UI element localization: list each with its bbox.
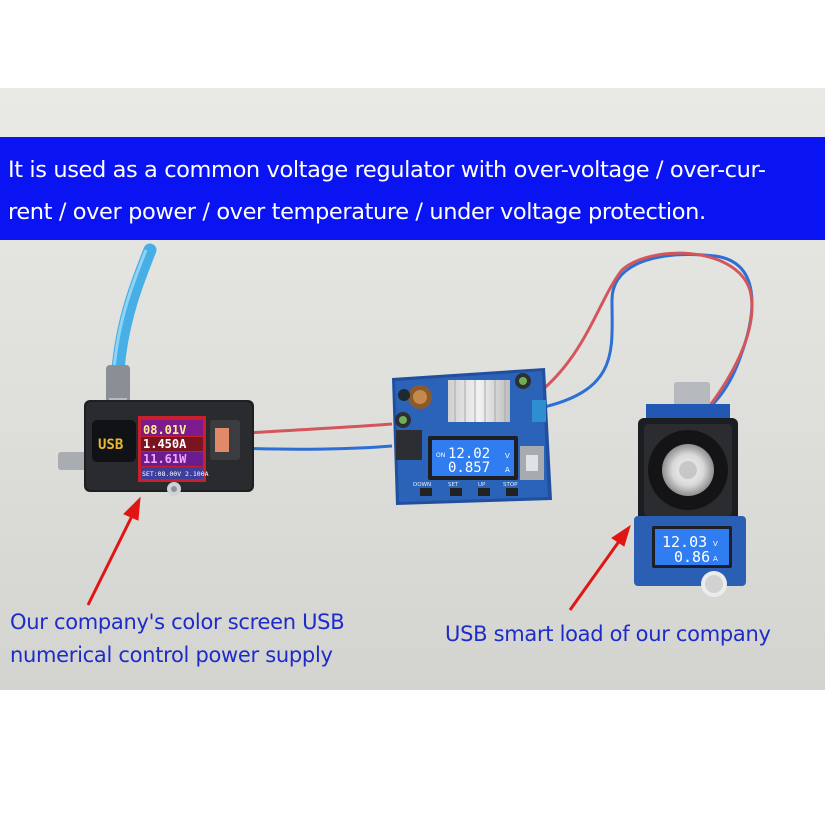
converter-button-stop-label: STOP (503, 482, 518, 488)
power-supply-caption-line-2: numerical control power supply (10, 643, 333, 667)
supply-current-readout: 1.450A (143, 437, 187, 451)
supply-setting-readout: SET:08.00V 2.100A (142, 470, 209, 478)
banner-line-2: rent / over power / over temperature / u… (8, 199, 706, 225)
converter-current-readout: 0.857 (448, 460, 490, 476)
power-supply-caption-line-1: Our company's color screen USB (10, 610, 345, 634)
converter-voltage-unit: V (505, 452, 510, 460)
usb-electronic-load-device (634, 382, 746, 597)
converter-button-set-label: SET (448, 482, 459, 488)
connection-wires (231, 251, 754, 451)
converter-button-up-label: UP (478, 482, 486, 488)
supply-power-readout: 11.61W (143, 452, 187, 466)
load-voltage-unit: V (713, 540, 718, 548)
arrow-to-power-supply (86, 496, 141, 606)
converter-voltage-readout: 12.02 (448, 446, 490, 462)
usb-power-supply-device (58, 400, 254, 496)
banner-line-1: It is used as a common voltage regulator… (8, 157, 766, 183)
buck-boost-converter-board (392, 368, 552, 505)
supply-logo: USB (98, 437, 123, 453)
converter-status: ON (436, 452, 445, 459)
feature-banner: It is used as a common voltage regulator… (0, 137, 825, 240)
power-supply-caption: Our company's color screen USB numerical… (10, 606, 345, 672)
load-voltage-readout: 12.03 (662, 533, 707, 551)
usb-cable-left (106, 243, 157, 408)
converter-button-down-label: DOWN (413, 482, 431, 488)
load-module-caption: USB smart load of our company (445, 622, 771, 646)
arrow-to-load-module (568, 524, 631, 611)
load-current-readout: 0.86 (674, 548, 710, 566)
supply-voltage-readout: 08.01V (143, 423, 186, 437)
converter-current-unit: A (505, 466, 510, 474)
load-current-unit: A (713, 555, 718, 563)
